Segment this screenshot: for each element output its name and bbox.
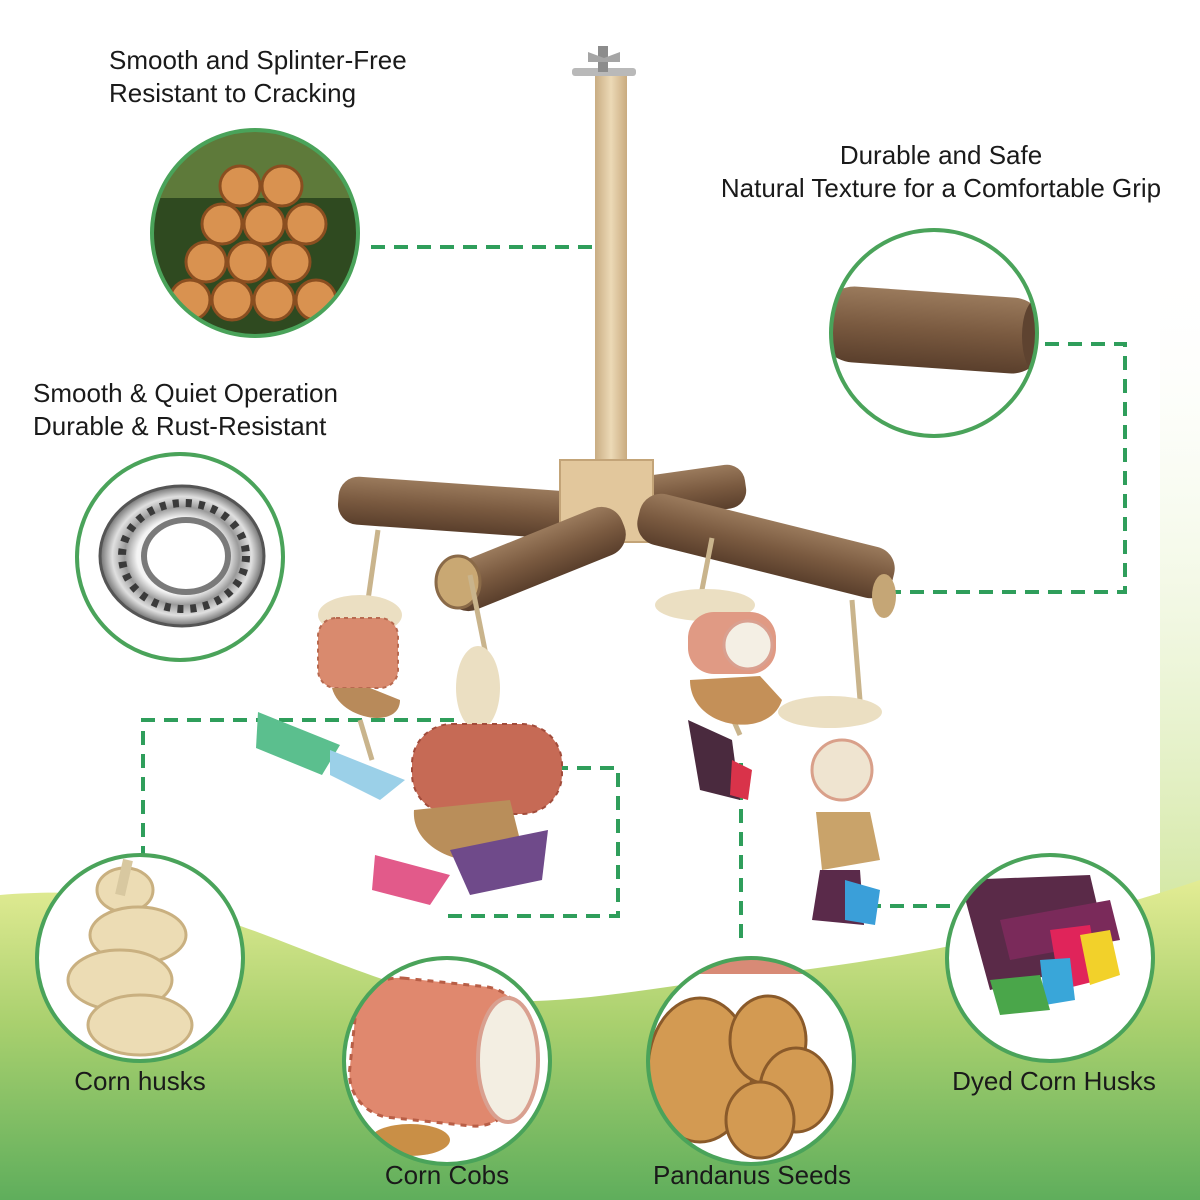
corn-cobs-label: Corn Cobs: [384, 1160, 510, 1190]
pandanus-seeds-label: Pandanus Seeds: [652, 1160, 852, 1190]
corn-cob-photo: [342, 956, 552, 1166]
connector-lines: [141, 245, 1127, 938]
branch-feature-caption: Durable and Safe Natural Texture for a C…: [700, 139, 1182, 205]
natural-branch-photo: [829, 228, 1039, 438]
wood-feature-line2: Resistant to Cracking: [109, 78, 357, 108]
wood-feature-caption: Smooth and Splinter-Free Resistant to Cr…: [109, 44, 407, 110]
chew-strands: [256, 529, 882, 925]
ground-background: [0, 240, 1200, 1200]
pandanus-seeds-photo: [646, 956, 856, 1166]
bearing-feature-caption: Smooth & Quiet Operation Durable & Rust-…: [33, 377, 338, 443]
bearing-feature-line2: Durable & Rust-Resistant: [33, 411, 327, 441]
corn-husks-label: Corn husks: [74, 1066, 206, 1096]
branch-feature-line2: Natural Texture for a Comfortable Grip: [720, 173, 1162, 203]
dyed-corn-husks-label: Dyed Corn Husks: [952, 1066, 1156, 1096]
branch-feature-line1: Durable and Safe: [839, 140, 1043, 170]
bearing-photo: [75, 452, 285, 662]
wood-feature-line1: Smooth and Splinter-Free: [109, 45, 407, 75]
perch-toy: [337, 46, 896, 618]
dyed-corn-husks-photo: [945, 853, 1155, 1063]
stacked-logs-photo: [150, 128, 360, 338]
corn-husks-photo: [35, 853, 245, 1063]
bearing-feature-line1: Smooth & Quiet Operation: [33, 378, 338, 408]
